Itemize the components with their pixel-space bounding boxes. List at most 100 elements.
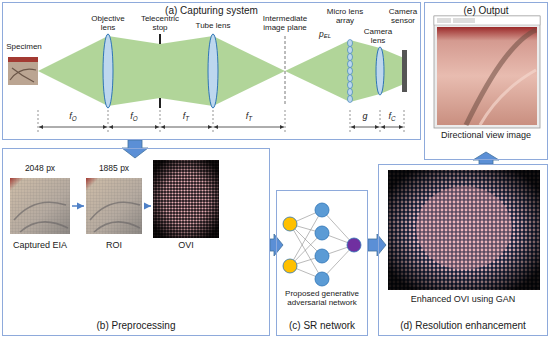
light-beam <box>38 36 404 106</box>
dimension-line <box>214 127 284 128</box>
panel-heading: (b) Preprocessing <box>3 320 269 332</box>
ovi-image <box>153 160 219 238</box>
part-label: Objective lens <box>86 15 130 33</box>
camera-lens <box>376 47 384 95</box>
roi-image <box>86 178 142 234</box>
dimension-label: fC <box>382 112 402 122</box>
image-structure <box>466 30 536 125</box>
panel-heading: (e) Output <box>425 5 547 17</box>
part-label: Micro lens array <box>325 8 365 26</box>
window-tab <box>453 18 475 23</box>
micro-lens <box>348 54 353 61</box>
intermediate-image-plane <box>285 36 286 106</box>
symbol-subscript: T <box>248 115 252 122</box>
enhanced-ovi-image <box>388 170 540 290</box>
ovi-vignette <box>153 160 219 238</box>
dimension-tick <box>404 110 405 134</box>
micro-lens <box>348 89 353 96</box>
micro-lens <box>348 75 353 82</box>
micro-lens <box>348 96 353 103</box>
image-caption: ROI <box>94 241 134 251</box>
flow-arrow <box>122 140 148 158</box>
symbol-subscript: EL <box>324 33 331 39</box>
symbol-base: p <box>319 29 324 39</box>
dimension-line <box>39 127 107 128</box>
dimension-tick <box>285 110 286 134</box>
lenslet-grid <box>86 178 142 234</box>
output-neuron <box>347 238 361 252</box>
dimension-label: g <box>355 112 375 122</box>
hidden-neuron <box>315 226 329 240</box>
camera-sensor <box>402 50 407 92</box>
directional-view-image <box>437 27 537 125</box>
panel-heading: (c) SR network <box>277 320 367 332</box>
input-neuron <box>283 217 297 231</box>
symbol-base: f <box>246 111 249 121</box>
dimension-tick <box>380 110 381 134</box>
step-arrow <box>72 205 84 207</box>
micro-lens-array <box>348 40 353 103</box>
window-titlebar <box>434 16 540 25</box>
dimension-line <box>161 127 212 128</box>
panel-heading: (d) Resolution enhancement <box>379 320 547 332</box>
micro-lens <box>348 40 353 47</box>
dimension-label: fO <box>63 112 83 122</box>
micro-lens <box>348 61 353 68</box>
dimension-label: fO <box>124 112 144 122</box>
symbol-subscript: O <box>72 115 77 122</box>
dimension-label: fT <box>176 112 196 122</box>
roi-texture <box>90 202 140 232</box>
pitch-symbol: pEL <box>314 30 336 39</box>
part-label: Specimen <box>4 43 44 52</box>
specimen-texture <box>10 68 36 82</box>
image-caption: Enhanced OVI using GAN <box>388 295 538 305</box>
hidden-neuron <box>315 249 329 263</box>
hidden-neuron <box>315 272 329 286</box>
image-structure <box>480 70 536 125</box>
image-caption: Directional view image <box>426 131 546 141</box>
specimen-edge <box>8 57 38 62</box>
symbol-base: f <box>388 111 391 121</box>
part-label: Intermediate image plane <box>255 15 315 33</box>
enhanced-vignette <box>388 170 540 290</box>
telecentric-stop <box>159 34 161 44</box>
dimension-tick <box>160 110 161 134</box>
dimension-line <box>109 127 159 128</box>
dimension-line <box>381 127 403 128</box>
dimension-tick <box>213 110 214 134</box>
network-caption: Proposed generative adversarial network <box>278 290 366 308</box>
eia-texture <box>14 202 68 232</box>
window-tab <box>437 18 451 23</box>
part-label: Tube lens <box>191 22 235 31</box>
symbol-base: f <box>130 111 133 121</box>
lenslet-grid <box>10 178 70 234</box>
dimension-line <box>351 127 379 128</box>
micro-lens <box>348 82 353 89</box>
dimension-lines <box>39 127 403 128</box>
symbol-subscript: C <box>391 115 396 122</box>
flow-arrow <box>473 152 499 164</box>
symbol-base: f <box>69 111 72 121</box>
network-panel: (c) SR network <box>276 190 368 336</box>
network-links <box>290 210 354 279</box>
symbol-subscript: T <box>185 115 189 122</box>
image-caption: Captured EIA <box>8 241 72 251</box>
symbol-base: f <box>183 111 186 121</box>
flow-arrow <box>368 234 386 256</box>
size-label: 2048 px <box>15 164 65 173</box>
dimension-ticks <box>38 110 404 134</box>
step-arrow <box>144 205 151 207</box>
captured-eia-image <box>10 178 70 234</box>
micro-lens <box>348 47 353 54</box>
size-label: 1885 px <box>89 164 139 173</box>
micro-lens <box>348 68 353 75</box>
image-caption: OVI <box>166 241 206 251</box>
app-window <box>434 16 540 128</box>
hidden-neuron <box>315 203 329 217</box>
tube-lens <box>208 34 218 108</box>
dimension-tick <box>38 110 39 134</box>
input-neuron <box>283 259 297 273</box>
